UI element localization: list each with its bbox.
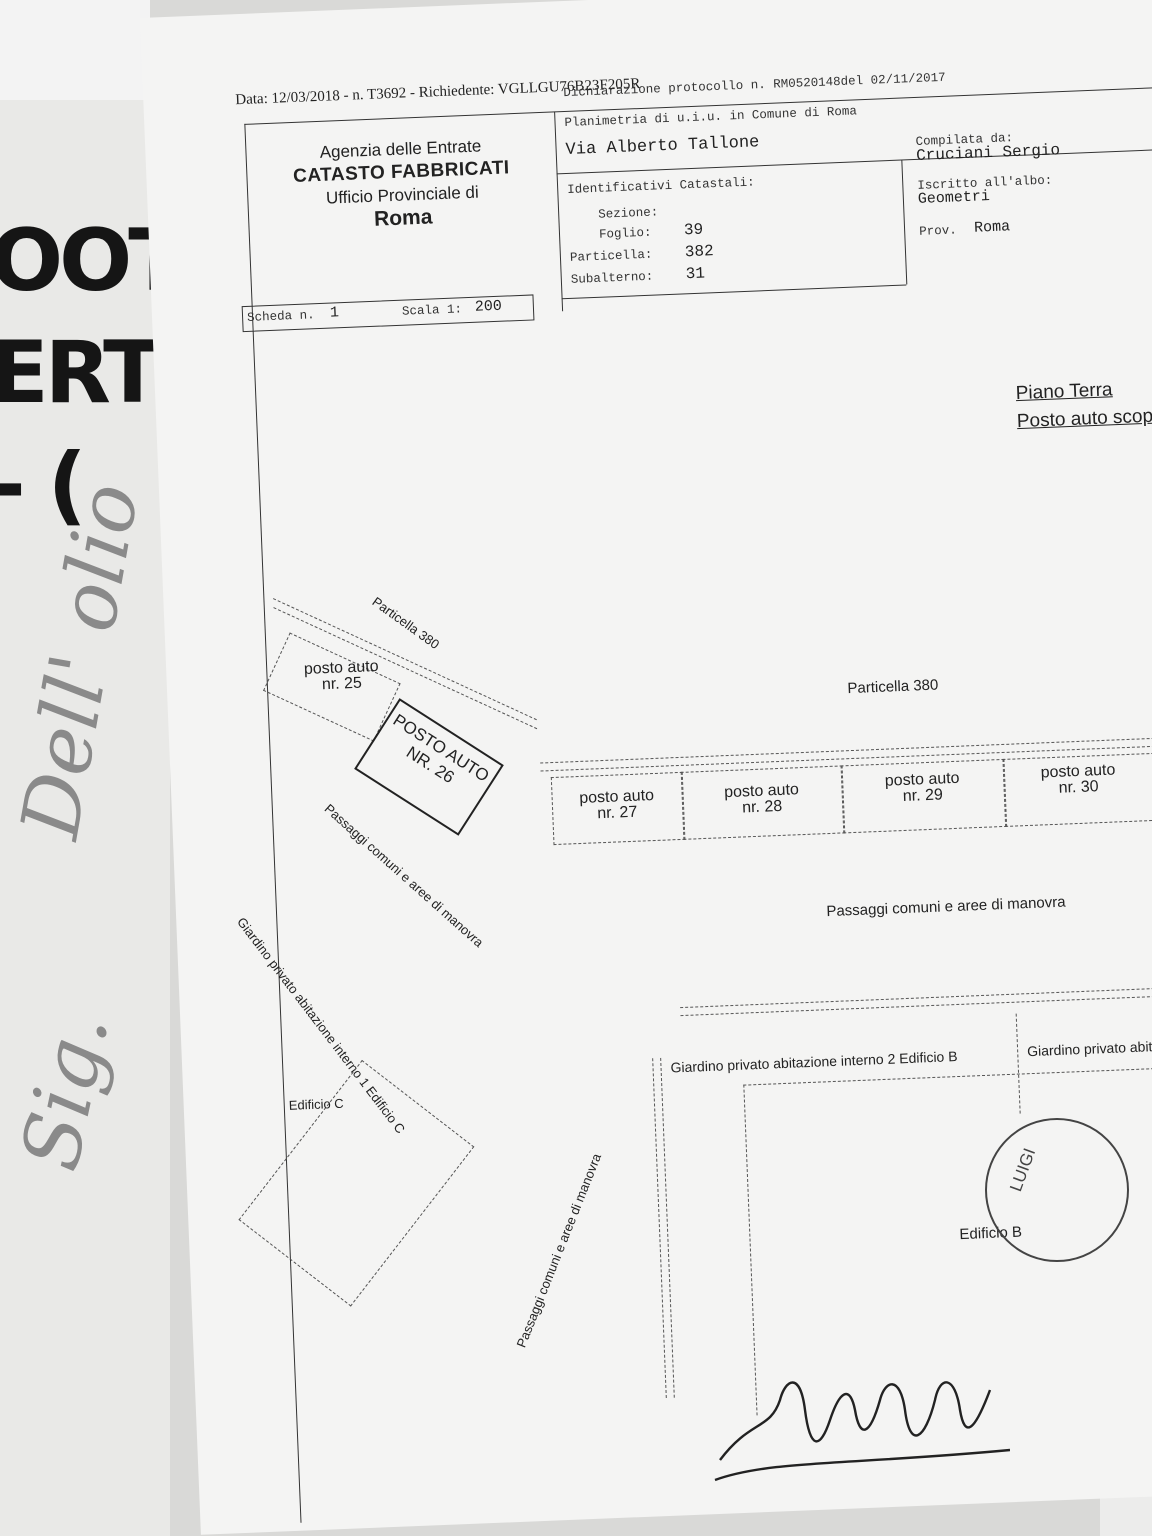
spot-label-line: nr. 25 [321,674,363,694]
parking-spot-25-label: posto auto nr. 25 [301,658,382,694]
parking-spot-28-label: posto auto nr. 28 [681,780,842,818]
scheda-value: 1 [329,304,340,322]
particella-label: Particella: [569,247,653,265]
common-areas-label: Passaggi comuni e aree di manovra [826,893,1066,921]
background-letter-row: OOT [0,211,187,311]
boundary-line [652,1058,667,1399]
stamp-text: LUIGI [1006,1145,1040,1194]
background-letter-row: ERT [0,323,162,423]
protocol-line: Dichiarazione protocollo n. RM0520148del… [563,70,946,101]
scheda-label: Scheda n. [246,308,315,325]
foglio-value: 39 [683,220,704,240]
sezione-label: Sezione: [597,205,659,222]
plan-line: Planimetria di u.i.u. in Comune di Roma [564,104,858,131]
floor-label: Piano Terra [1015,379,1113,405]
particella-value: 382 [684,242,714,262]
prov-value: Roma [973,218,1011,237]
particella-380-label: Particella 380 [847,676,939,698]
garden-other-label: Giardino privato abitazio [1026,1037,1152,1060]
background-paper [0,100,170,1536]
boundary-line [660,1057,675,1398]
unit-type-label: Posto auto scope [1016,405,1152,433]
agency-block: Agenzia delle Entrate CATASTO FABBRICATI… [275,133,528,235]
cadastral-sheet: Data: 12/03/2018 - n. T3692 - Richiedent… [140,0,1152,1535]
prov-label: Prov. [918,223,957,239]
subalterno-value: 31 [685,264,706,284]
identifiers-bottom [561,284,907,300]
scala-label: Scala 1: [401,302,463,319]
parking-spot-27-label: posto auto nr. 27 [551,787,682,824]
compiler-divider [901,159,908,285]
building-c-outline [238,1059,475,1307]
building-c-label: Edificio C [288,1095,344,1113]
frame-left [244,123,302,1523]
garden-b-label: Giardino privato abitazione interno 2 Ed… [670,1048,958,1076]
registered-value: Geometri [917,188,991,208]
professional-stamp: LUIGI [985,1118,1129,1262]
parking-spot-30-label: posto auto nr. 30 [1003,761,1152,799]
signature [714,1381,1010,1482]
header-divider [554,111,564,312]
scala-value: 200 [474,297,503,316]
subalterno-label: Subalterno: [570,269,654,287]
common-areas-vertical-label: Passaggi comuni e aree di manovra [513,1151,605,1350]
parking-spot-29-label: posto auto nr. 29 [841,769,1004,807]
background-card [0,0,150,110]
foglio-label: Foglio: [598,225,652,242]
particella-380-diagonal: Particella 380 [369,593,443,653]
address: Via Alberto Tallone [565,133,760,161]
identifiers-title: Identificativi Catastali: [566,175,755,197]
background-letter-row: - ( [0,435,87,535]
